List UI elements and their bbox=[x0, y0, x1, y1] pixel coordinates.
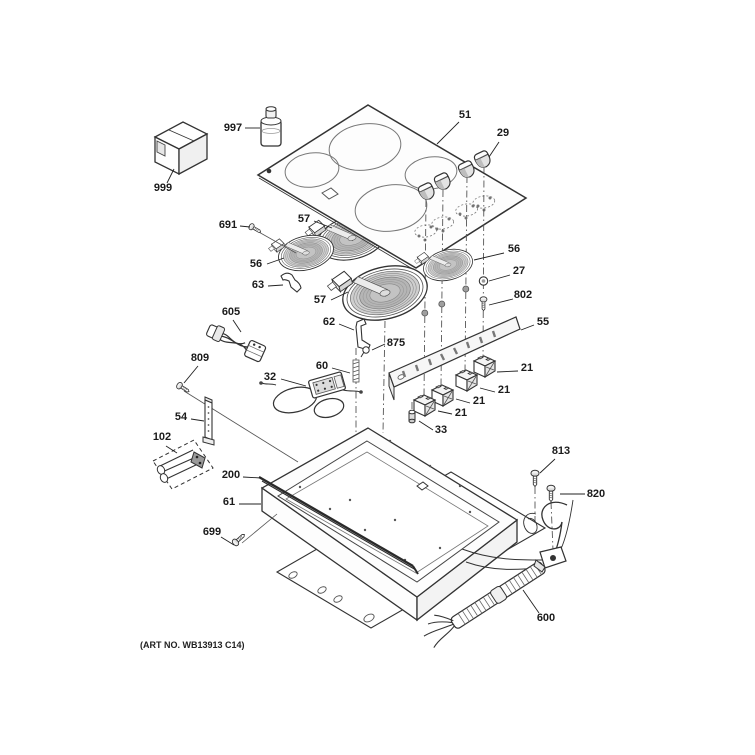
leader-line-56b bbox=[473, 252, 505, 261]
box-square-hole bbox=[416, 481, 429, 491]
leader-line-63 bbox=[267, 284, 284, 287]
leader-line-21d bbox=[437, 410, 453, 415]
infinite-switch-1 bbox=[413, 394, 436, 417]
leader-line-102 bbox=[165, 445, 178, 454]
part-label-691: 691 bbox=[219, 219, 237, 231]
part-label-875: 875 bbox=[387, 337, 405, 349]
part-label-200: 200 bbox=[222, 469, 240, 481]
bracket-62 bbox=[355, 318, 371, 351]
part-label-699: 699 bbox=[203, 526, 221, 538]
part-label-809: 809 bbox=[191, 352, 209, 364]
glass-window bbox=[321, 187, 339, 200]
infinite-switch-3 bbox=[455, 369, 478, 392]
part-label-57a: 57 bbox=[298, 213, 310, 225]
leader-line-999 bbox=[166, 168, 175, 184]
part-label-21c: 21 bbox=[473, 395, 485, 407]
part-label-27: 27 bbox=[513, 265, 525, 277]
leader-line-57a bbox=[313, 220, 333, 229]
infinite-switch-4 bbox=[473, 355, 496, 378]
leader-line-27 bbox=[488, 274, 511, 282]
switch-bracket-55 bbox=[388, 316, 521, 401]
leader-line-21b bbox=[479, 387, 496, 393]
part-label-21d: 21 bbox=[455, 407, 467, 419]
part-label-62: 62 bbox=[323, 316, 335, 328]
part-label-600: 600 bbox=[537, 612, 555, 624]
part-label-997: 997 bbox=[224, 122, 242, 134]
guide-line-809 bbox=[183, 390, 299, 463]
leader-line-802 bbox=[488, 298, 514, 306]
leader-line-200 bbox=[242, 476, 262, 479]
leader-line-809 bbox=[183, 365, 199, 384]
control-knob-4 bbox=[472, 149, 494, 171]
part-label-56a: 56 bbox=[250, 258, 262, 270]
leader-line-600 bbox=[522, 589, 540, 614]
bracket-63 bbox=[280, 272, 302, 293]
leader-line-62 bbox=[338, 323, 355, 331]
spacer-33 bbox=[408, 402, 416, 424]
part-label-57b: 57 bbox=[314, 294, 326, 306]
part-label-21b: 21 bbox=[498, 384, 510, 396]
trim-strip-200 bbox=[258, 475, 419, 575]
part-label-33: 33 bbox=[435, 424, 447, 436]
part-label-51: 51 bbox=[459, 109, 471, 121]
part-label-21a: 21 bbox=[521, 362, 533, 374]
leader-line-57b bbox=[330, 291, 349, 301]
power-conduit-600 bbox=[423, 487, 574, 648]
callout-labels: 999 997 51 29 691 57 56 63 57 62 875 605 809 60 32 54 10… bbox=[153, 109, 605, 624]
nut-27 bbox=[478, 276, 489, 286]
control-module-32 bbox=[259, 371, 363, 419]
leader-line-32 bbox=[280, 378, 307, 387]
leader-line-56a bbox=[266, 257, 285, 265]
part-label-54: 54 bbox=[175, 411, 188, 423]
leader-line-54 bbox=[190, 418, 205, 422]
optional-kit-102 bbox=[152, 439, 214, 490]
part-label-820: 820 bbox=[587, 488, 605, 500]
burner-box bbox=[260, 427, 519, 622]
leader-line-699 bbox=[220, 536, 235, 546]
screw-820 bbox=[546, 484, 556, 502]
leader-line-55 bbox=[520, 324, 535, 331]
leader-line-691 bbox=[239, 225, 251, 228]
cleaning-kit-box bbox=[153, 121, 209, 176]
part-label-63: 63 bbox=[252, 279, 264, 291]
leader-line-21c bbox=[455, 398, 471, 404]
conduit-clamp bbox=[533, 546, 567, 573]
brand-badge bbox=[266, 168, 272, 174]
screw-802 bbox=[479, 296, 488, 312]
guide-line-691 bbox=[256, 230, 297, 254]
leader-line-21a bbox=[496, 370, 519, 373]
spring-60 bbox=[352, 359, 360, 383]
leader-line-60 bbox=[331, 367, 351, 374]
cleaner-bottle bbox=[260, 106, 282, 147]
wire-harness-605 bbox=[206, 324, 267, 363]
burner-outline bbox=[284, 123, 458, 232]
leader-line-605 bbox=[232, 319, 242, 333]
part-label-32: 32 bbox=[264, 371, 276, 383]
part-label-999: 999 bbox=[154, 182, 172, 194]
bracket-54 bbox=[202, 396, 215, 446]
art-number: (ART NO. WB13913 C14) bbox=[140, 640, 245, 650]
clip-875 bbox=[360, 346, 370, 358]
guide-line-699 bbox=[241, 513, 278, 544]
part-label-102: 102 bbox=[153, 431, 171, 443]
leader-line-33 bbox=[418, 420, 434, 431]
part-label-802: 802 bbox=[514, 289, 532, 301]
part-label-60: 60 bbox=[316, 360, 328, 372]
leader-line-51 bbox=[436, 121, 460, 145]
part-label-61: 61 bbox=[223, 496, 235, 508]
part-label-55: 55 bbox=[537, 316, 549, 328]
screw-813 bbox=[530, 469, 540, 487]
leader-line-875 bbox=[371, 343, 386, 351]
leader-line-29 bbox=[488, 141, 500, 158]
part-label-56b: 56 bbox=[508, 243, 520, 255]
leader-line-813 bbox=[539, 458, 556, 474]
part-label-813: 813 bbox=[552, 445, 570, 457]
axis-element-large bbox=[382, 320, 386, 434]
part-label-29: 29 bbox=[497, 127, 509, 139]
part-label-605: 605 bbox=[222, 306, 240, 318]
screw-809 bbox=[175, 381, 192, 395]
axis-nuts bbox=[421, 285, 470, 317]
